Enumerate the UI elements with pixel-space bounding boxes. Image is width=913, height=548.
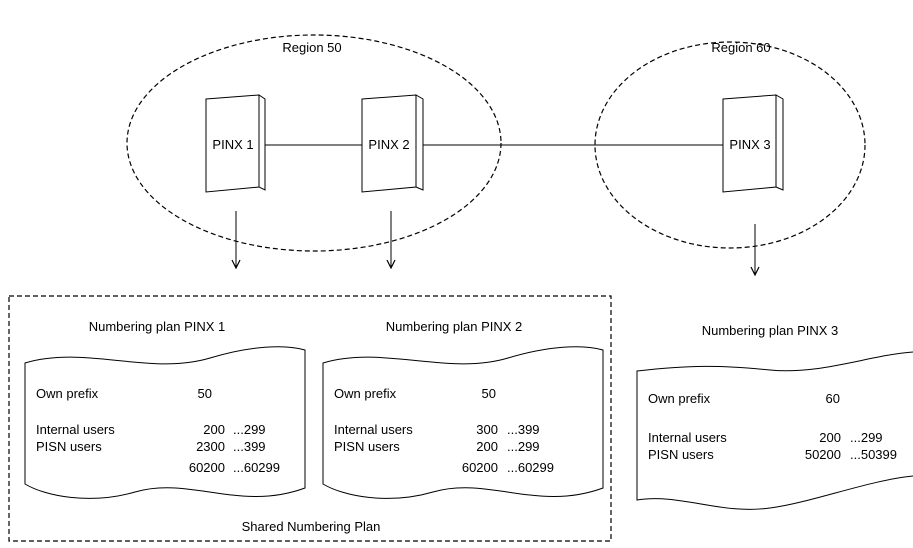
plan-2-pisn-from-2: 60200: [462, 460, 498, 475]
plan-3-title: Numbering plan PINX 3: [702, 323, 839, 338]
plan-3-internal-to: ...299: [850, 430, 883, 445]
plan-1-pisn-label: PISN users: [36, 439, 102, 454]
plan-2-own-prefix-label: Own prefix: [334, 386, 397, 401]
plan-1-title: Numbering plan PINX 1: [89, 319, 226, 334]
plan-1-document: Own prefix 50 Internal users 200 ...299 …: [24, 346, 306, 499]
plan-2-internal-from: 300: [476, 422, 498, 437]
pinx-1-node: PINX 1: [205, 94, 266, 193]
pinx-3-node: PINX 3: [722, 94, 784, 193]
plan-3-pisn-to-1: ...50399: [850, 447, 897, 462]
plan-1-pisn-from-2: 60200: [189, 460, 225, 475]
plan-2-pisn-label: PISN users: [334, 439, 400, 454]
plan-3-internal-label: Internal users: [648, 430, 727, 445]
region-50-boundary: [126, 34, 502, 252]
plan-3-pisn-from-1: 50200: [805, 447, 841, 462]
plan-2-internal-label: Internal users: [334, 422, 413, 437]
pinx-2-node: PINX 2: [361, 94, 424, 193]
plan-2-title: Numbering plan PINX 2: [386, 319, 523, 334]
plan-2-pisn-from-1: 200: [476, 439, 498, 454]
plan-1-own-prefix-label: Own prefix: [36, 386, 99, 401]
plan-1-pisn-to-1: ...399: [233, 439, 266, 454]
plan-1-own-prefix-value: 50: [198, 386, 212, 401]
plan-1-pisn-to-2: ...60299: [233, 460, 280, 475]
shared-numbering-plan-label: Shared Numbering Plan: [242, 519, 381, 534]
plan-2-internal-to: ...399: [507, 422, 540, 437]
shared-numbering-plan-boundary: [8, 295, 612, 542]
plan-1-pisn-from-1: 2300: [196, 439, 225, 454]
plan-2-document: Own prefix 50 Internal users 300 ...399 …: [322, 346, 604, 499]
pinx-1-label: PINX 1: [212, 137, 253, 152]
plan-3-own-prefix-label: Own prefix: [648, 391, 711, 406]
plan-2-pisn-to-2: ...60299: [507, 460, 554, 475]
region-60-boundary: [594, 41, 866, 249]
plan-1-internal-to: ...299: [233, 422, 266, 437]
pinx-3-label: PINX 3: [729, 137, 770, 152]
plan-1-internal-from: 200: [203, 422, 225, 437]
plan-1-internal-label: Internal users: [36, 422, 115, 437]
plan-3-document: Own prefix 60 Internal users 200 ...299 …: [636, 351, 913, 510]
plan-3-internal-from: 200: [819, 430, 841, 445]
region-60-label: Region 60: [711, 40, 770, 55]
plan-3-own-prefix-value: 60: [826, 391, 840, 406]
region-50-label: Region 50: [282, 40, 341, 55]
pinx-2-label: PINX 2: [368, 137, 409, 152]
plan-3-pisn-label: PISN users: [648, 447, 714, 462]
plan-2-own-prefix-value: 50: [482, 386, 496, 401]
plan-2-pisn-to-1: ...299: [507, 439, 540, 454]
